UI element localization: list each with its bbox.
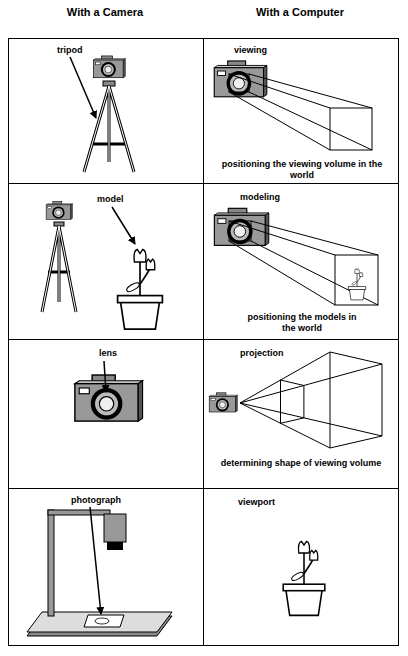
tripod-legs [42, 226, 76, 312]
table-cell: viewport [203, 488, 399, 646]
flower-pot [283, 541, 325, 615]
far-plane [330, 108, 372, 150]
camera-icon [75, 375, 143, 421]
table-cell: tripod [8, 38, 204, 184]
table-cell: model [8, 183, 204, 340]
lens-drawing [75, 361, 143, 421]
leader-arrow [90, 507, 101, 614]
photo-subject [95, 618, 109, 624]
flower-pot [118, 249, 163, 329]
tripod-leg-highlight [42, 226, 76, 312]
tripod-legs [84, 86, 134, 172]
tripod-leg-highlight [84, 86, 134, 172]
frustum-edges [240, 352, 382, 448]
leader-arrow [104, 361, 106, 392]
leader-arrow [112, 207, 135, 244]
table-cell: photograph [8, 488, 204, 646]
table-cell: projection determining shape of viewing v… [203, 339, 399, 489]
cell-title: tripod [57, 45, 83, 56]
camera-lens [107, 542, 123, 550]
leader-arrow [70, 57, 96, 118]
camera-icon [214, 208, 268, 245]
tripod-drawing [70, 56, 134, 172]
flower-pot [348, 269, 366, 300]
viewport-drawing [283, 541, 325, 615]
column-header: With a Computer [205, 6, 395, 19]
tripod-head [103, 81, 115, 86]
stand-column [48, 510, 54, 616]
camera-icon [93, 56, 125, 78]
near-plane [281, 380, 304, 423]
frustum-edges [229, 74, 372, 150]
projection-drawing [209, 352, 382, 448]
near-plane [229, 221, 251, 241]
table-cell: lens [8, 339, 204, 489]
far-plane [335, 255, 378, 305]
near-plane [229, 74, 249, 92]
camera-icon [46, 201, 72, 219]
cell-caption: determining shape of viewing volume [206, 458, 396, 469]
table-cell: modeling positioning the models in the wo… [203, 183, 399, 340]
table-cell: viewing positioning the viewing volume in… [203, 38, 399, 184]
cell-title: lens [99, 348, 117, 359]
cell-caption: positioning the viewing volume in the wo… [216, 159, 388, 181]
cell-title: viewing [234, 45, 267, 56]
photo-print [84, 615, 124, 627]
tripod-head [54, 222, 64, 226]
cell-title: projection [240, 348, 284, 359]
camera-body [104, 514, 126, 542]
viewing-drawing [214, 61, 372, 150]
cell-title: modeling [240, 192, 280, 203]
column-header: With a Camera [10, 6, 200, 19]
model-drawing [42, 201, 162, 329]
cell-title: model [97, 194, 124, 205]
photograph-drawing [27, 507, 172, 636]
far-plane [330, 352, 382, 448]
frustum-edges [229, 221, 378, 305]
cell-title: photograph [71, 495, 121, 506]
camera-icon [209, 393, 237, 412]
stand-arm [48, 510, 110, 515]
camera-icon [214, 61, 267, 97]
cell-caption: positioning the models in the world [240, 312, 364, 334]
cell-title: viewport [238, 497, 275, 508]
modeling-drawing [214, 208, 378, 305]
